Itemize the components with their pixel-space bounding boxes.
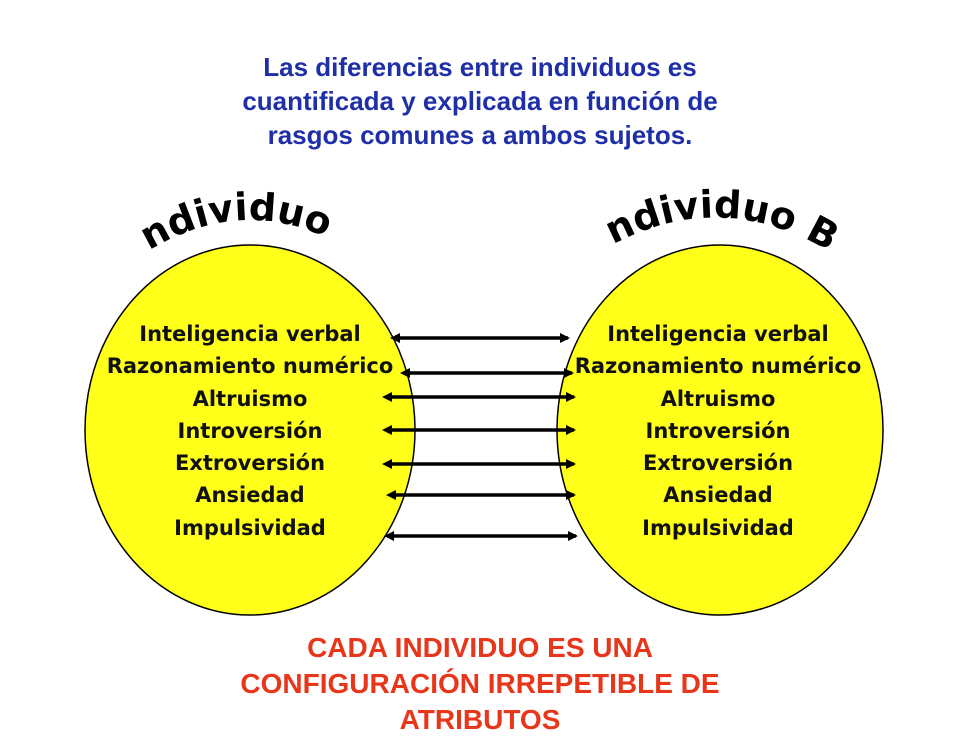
trait-item: Extroversión xyxy=(174,451,326,476)
arrow-group xyxy=(382,333,578,541)
trait-item: Razonamiento numérico xyxy=(106,354,394,379)
footer-text: CADA INDIVIDUO ES UNA CONFIGURACIÓN IRRE… xyxy=(140,630,820,738)
trait-item: Extroversión xyxy=(642,451,794,476)
trait-item: Ansiedad xyxy=(195,483,305,508)
comparison-diagram: Individuo A Individuo B xyxy=(0,0,884,616)
individual-b-traits: Inteligencia verbal Razonamiento numéric… xyxy=(538,318,898,544)
trait-item: Impulsividad xyxy=(174,515,326,540)
footer-line: CADA INDIVIDUO ES UNA xyxy=(307,632,653,663)
footer-line: CONFIGURACIÓN IRREPETIBLE DE xyxy=(240,668,720,699)
trait-item: Introversión xyxy=(177,418,323,443)
trait-item: Impulsividad xyxy=(642,515,794,540)
trait-item: Ansiedad xyxy=(663,483,773,508)
trait-item: Introversión xyxy=(645,418,791,443)
individual-b-label: Individuo B xyxy=(0,0,846,259)
trait-item: Altruismo xyxy=(192,386,308,411)
trait-item: Inteligencia verbal xyxy=(139,322,361,346)
individual-a-label: Individuo A xyxy=(0,0,353,258)
title-text: Las diferencias entre individuos es cuan… xyxy=(130,50,830,152)
footer-line: ATRIBUTOS xyxy=(399,704,561,735)
trait-item: Razonamiento numérico xyxy=(574,354,862,379)
title-line: cuantificada y explicada en función de xyxy=(242,86,718,116)
title-line: rasgos comunes a ambos sujetos. xyxy=(267,120,693,150)
trait-item: Inteligencia verbal xyxy=(607,322,829,346)
trait-item: Altruismo xyxy=(660,386,776,411)
title-line: Las diferencias entre individuos es xyxy=(263,52,697,82)
individual-a-traits: Inteligencia verbal Razonamiento numéric… xyxy=(70,318,430,544)
